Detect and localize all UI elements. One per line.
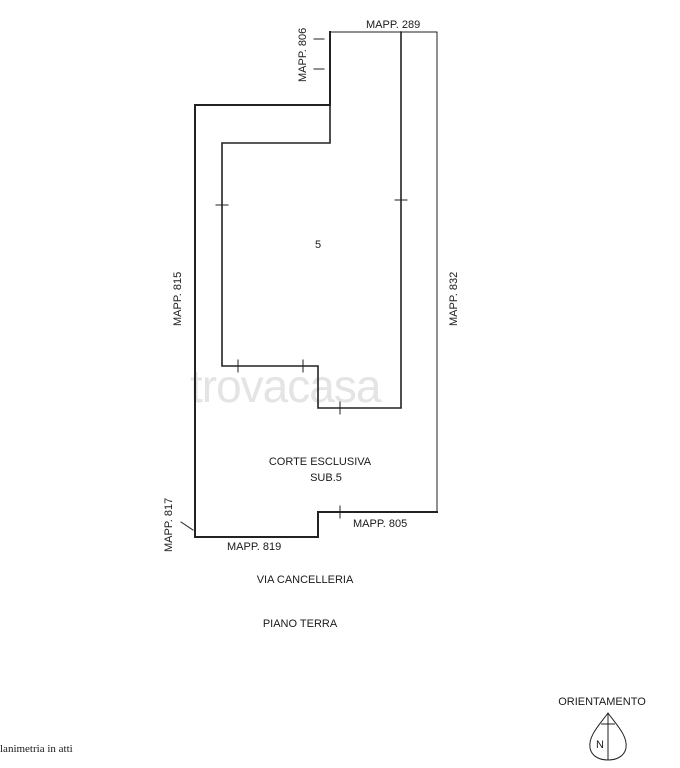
courtyard-label: CORTE ESCLUSIVA bbox=[269, 456, 372, 468]
label-mapp-806: MAPP. 806 bbox=[297, 28, 309, 82]
footer-note: lanimetria in atti bbox=[0, 743, 73, 755]
orientation-title: ORIENTAMENTO bbox=[558, 696, 646, 708]
unit-number: 5 bbox=[315, 239, 321, 251]
north-arrow-icon bbox=[589, 712, 627, 761]
building-outline bbox=[221, 31, 402, 409]
label-mapp-832: MAPP. 832 bbox=[448, 272, 460, 326]
street-name: VIA CANCELLERIA bbox=[257, 574, 354, 586]
label-mapp-817: MAPP. 817 bbox=[163, 498, 175, 552]
plan-lines bbox=[180, 31, 438, 538]
label-mapp-289: MAPP. 289 bbox=[366, 19, 420, 31]
north-letter: N bbox=[596, 739, 604, 751]
label-mapp-819: MAPP. 819 bbox=[227, 541, 281, 553]
wall-tick bbox=[180, 521, 194, 531]
floor-label: PIANO TERRA bbox=[263, 618, 338, 630]
courtyard-sub-label: SUB.5 bbox=[310, 472, 342, 484]
label-mapp-805: MAPP. 805 bbox=[353, 518, 407, 530]
watermark: trovacasa bbox=[190, 360, 382, 412]
label-mapp-815: MAPP. 815 bbox=[172, 272, 184, 326]
